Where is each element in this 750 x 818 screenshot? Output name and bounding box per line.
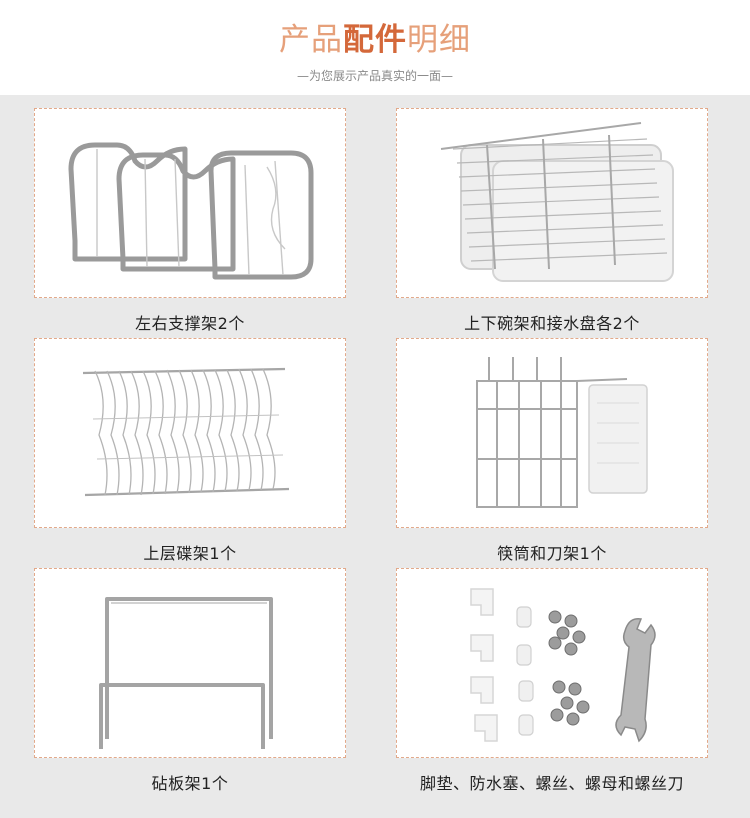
- item-caption-cutting-board-rack: 砧板架1个: [151, 774, 229, 793]
- bowl-rack-drip-tray-illustration: [440, 122, 674, 282]
- item-caption-hardware: 脚垫、防水塞、螺丝、螺母和螺丝刀: [419, 774, 684, 793]
- title-part-1: 产品: [279, 22, 343, 58]
- page-header: 产品配件明细 —为您展示产品真实的一面—: [0, 0, 750, 95]
- dish-rack-illustration: [82, 367, 290, 497]
- side-support-frame-illustration: [68, 142, 314, 280]
- chopstick-knife-rack-illustration: [476, 357, 648, 508]
- hardware-parts-illustration: [470, 588, 656, 743]
- item-image-hardware: [396, 568, 708, 758]
- page-subtitle: —为您展示产品真实的一面—: [296, 69, 453, 83]
- item-caption-dish-rack: 上层碟架1个: [143, 544, 237, 563]
- accessories-panel: 左右支撑架2个 上下碗架和接水盘各2个: [0, 95, 750, 818]
- page-title: 产品配件明细: [0, 14, 750, 59]
- title-part-2: 配件: [343, 22, 407, 58]
- item-image-chopstick-holder: [396, 338, 708, 528]
- item-caption-side-supports: 左右支撑架2个: [135, 314, 245, 333]
- cutting-board-rack-illustration: [99, 597, 273, 749]
- item-caption-chopstick-holder: 筷筒和刀架1个: [497, 544, 607, 563]
- item-image-cutting-board-rack: [34, 568, 346, 758]
- item-image-dish-rack: [34, 338, 346, 528]
- item-image-side-supports: [34, 108, 346, 298]
- title-part-3: 明细: [407, 22, 471, 58]
- item-caption-bowl-racks: 上下碗架和接水盘各2个: [464, 314, 640, 333]
- item-image-bowl-racks: [396, 108, 708, 298]
